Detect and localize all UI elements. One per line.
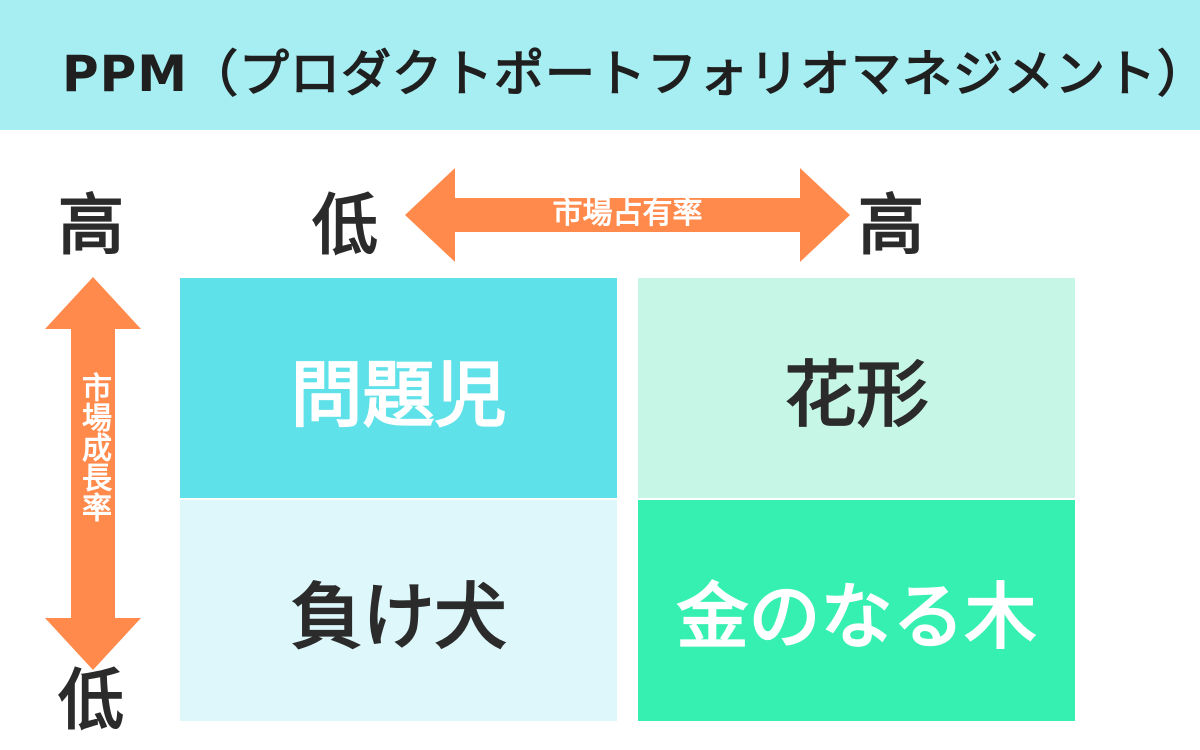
- horizontal-arrow-shape: [405, 168, 850, 262]
- vertical-arrow-shape: [45, 277, 141, 670]
- title-banner: [0, 0, 1200, 130]
- quadrant-cash-cow-label: 金のなる木: [676, 575, 1037, 659]
- quadrant-problem-child: 問題児: [180, 278, 617, 498]
- horizontal-double-arrow: [405, 168, 850, 262]
- vertical-axis-title: 市場成長率: [76, 372, 111, 522]
- quadrant-star-label: 花形: [784, 352, 929, 437]
- vertical-double-arrow: [45, 277, 141, 670]
- quadrant-problem-child-label: 問題児: [290, 352, 507, 437]
- quadrant-cash-cow: 金のなる木: [638, 500, 1075, 721]
- horizontal-axis-title: 市場占有率: [552, 196, 703, 231]
- vertical-axis-high-label: 高: [58, 187, 124, 264]
- horizontal-axis-low-label: 低: [312, 187, 378, 264]
- horizontal-axis-high-label: 高: [858, 187, 924, 264]
- quadrant-dog: 負け犬: [180, 500, 617, 721]
- page-title: PPM（プロダクトポートフォリオマネジメント）: [62, 45, 1200, 103]
- vertical-axis-low-label: 低: [58, 662, 124, 739]
- quadrant-star: 花形: [638, 278, 1075, 498]
- quadrant-dog-label: 負け犬: [290, 575, 507, 659]
